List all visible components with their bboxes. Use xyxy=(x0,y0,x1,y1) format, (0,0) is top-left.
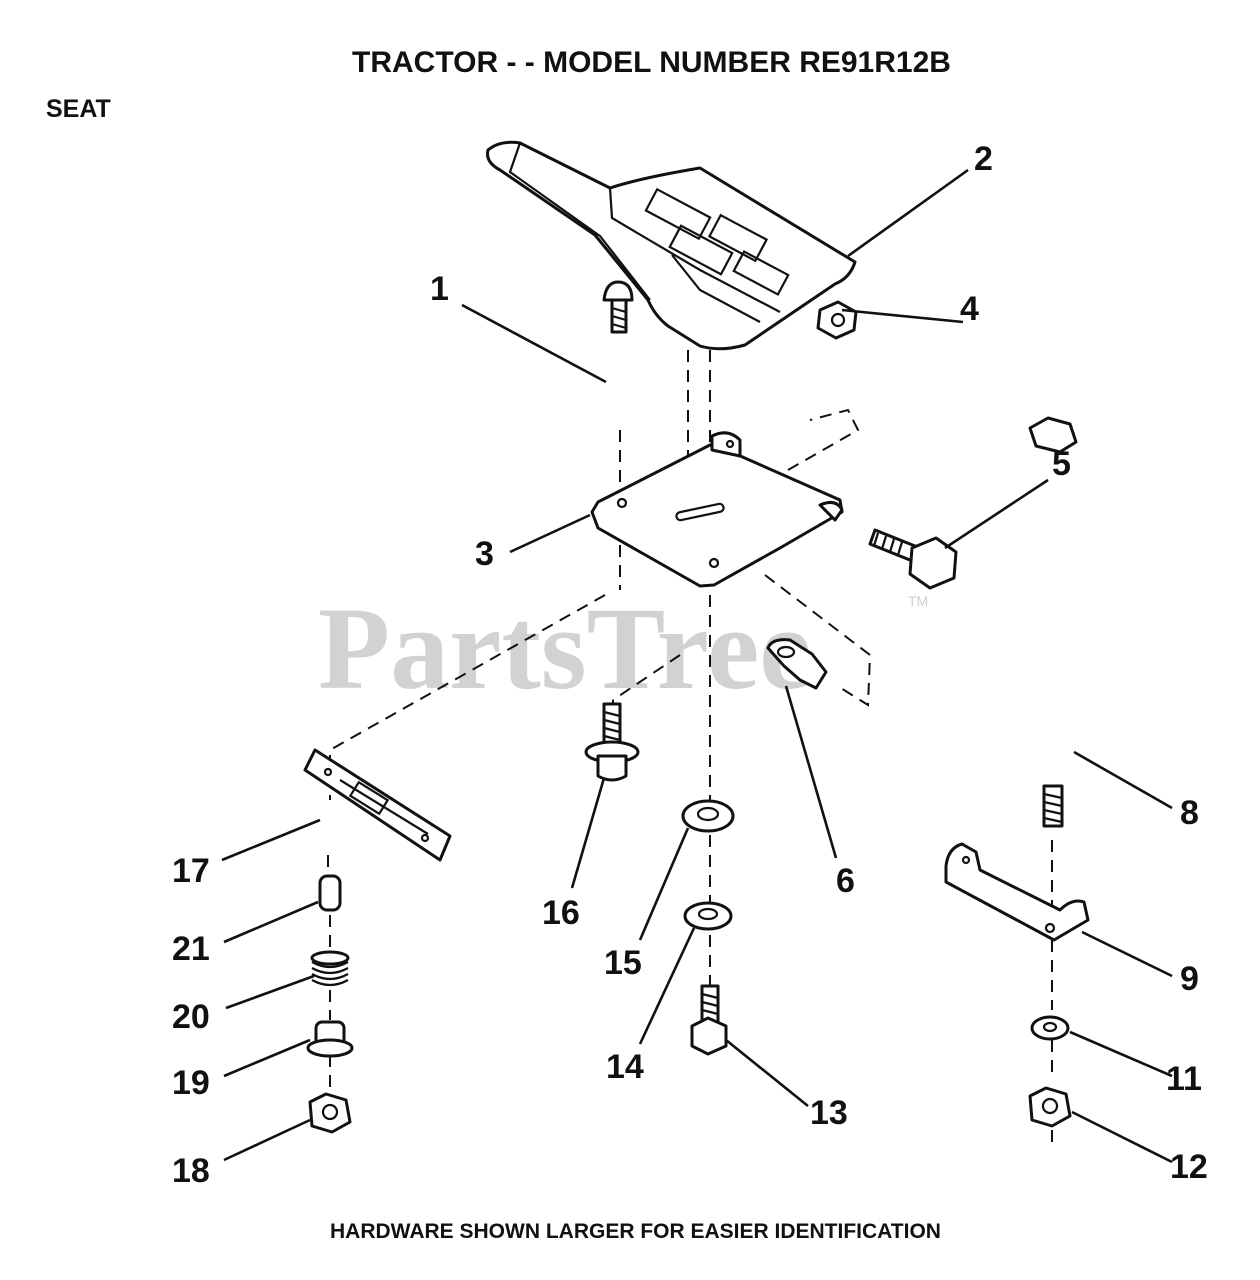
slide-plate-part xyxy=(303,748,452,862)
flange-nut-part xyxy=(308,1092,352,1134)
washer-small-part xyxy=(683,901,733,931)
spring-part xyxy=(310,950,350,987)
callout-3: 3 xyxy=(475,535,494,573)
callout-20: 20 xyxy=(172,998,210,1036)
footer-note: HARDWARE SHOWN LARGER FOR EASIER IDENTIF… xyxy=(330,1220,941,1243)
callout-9: 9 xyxy=(1180,960,1199,998)
callout-17: 17 xyxy=(172,852,210,890)
callout-6: 6 xyxy=(836,862,855,900)
callout-13: 13 xyxy=(810,1094,848,1132)
lock-washer-part xyxy=(1030,1015,1070,1041)
section-label: SEAT xyxy=(46,95,111,123)
seat-pan-part xyxy=(590,431,844,588)
bracket-part xyxy=(944,842,1090,942)
callout-2: 2 xyxy=(974,140,993,178)
page-title: TRACTOR - - MODEL NUMBER RE91R12B xyxy=(352,46,951,79)
callout-12: 12 xyxy=(1170,1148,1208,1186)
hex-bolt-large-part xyxy=(1028,416,1078,828)
washer-large-part xyxy=(681,799,735,833)
clip-part xyxy=(766,638,828,690)
hex-nut-part xyxy=(816,300,858,340)
hex-bolt-part xyxy=(868,528,958,590)
callout-8: 8 xyxy=(1180,794,1199,832)
seat-part xyxy=(486,140,857,351)
leader-lines xyxy=(221,168,1173,1164)
carriage-bolt-part xyxy=(602,280,634,334)
pin-part xyxy=(318,874,342,912)
callout-21: 21 xyxy=(172,930,210,968)
callout-19: 19 xyxy=(172,1064,210,1102)
hex-bolt-small-part xyxy=(690,984,728,1056)
callout-5: 5 xyxy=(1052,445,1071,483)
shoulder-bolt-part xyxy=(584,702,640,782)
callout-15: 15 xyxy=(604,944,642,982)
callout-16: 16 xyxy=(542,894,580,932)
bushing-part xyxy=(306,1020,354,1058)
trademark-mark: TM xyxy=(908,593,928,609)
callout-4: 4 xyxy=(960,290,979,328)
callout-1: 1 xyxy=(430,270,449,308)
callout-11: 11 xyxy=(1166,1060,1202,1098)
watermark-text: PartsTree xyxy=(318,583,812,714)
callouts: 1 2 3 4 5 6 8 9 11 12 13 14 15 16 17 18 … xyxy=(172,140,1208,1190)
callout-18: 18 xyxy=(172,1152,210,1190)
callout-14: 14 xyxy=(606,1048,644,1086)
lock-nut-part xyxy=(1028,1086,1072,1128)
